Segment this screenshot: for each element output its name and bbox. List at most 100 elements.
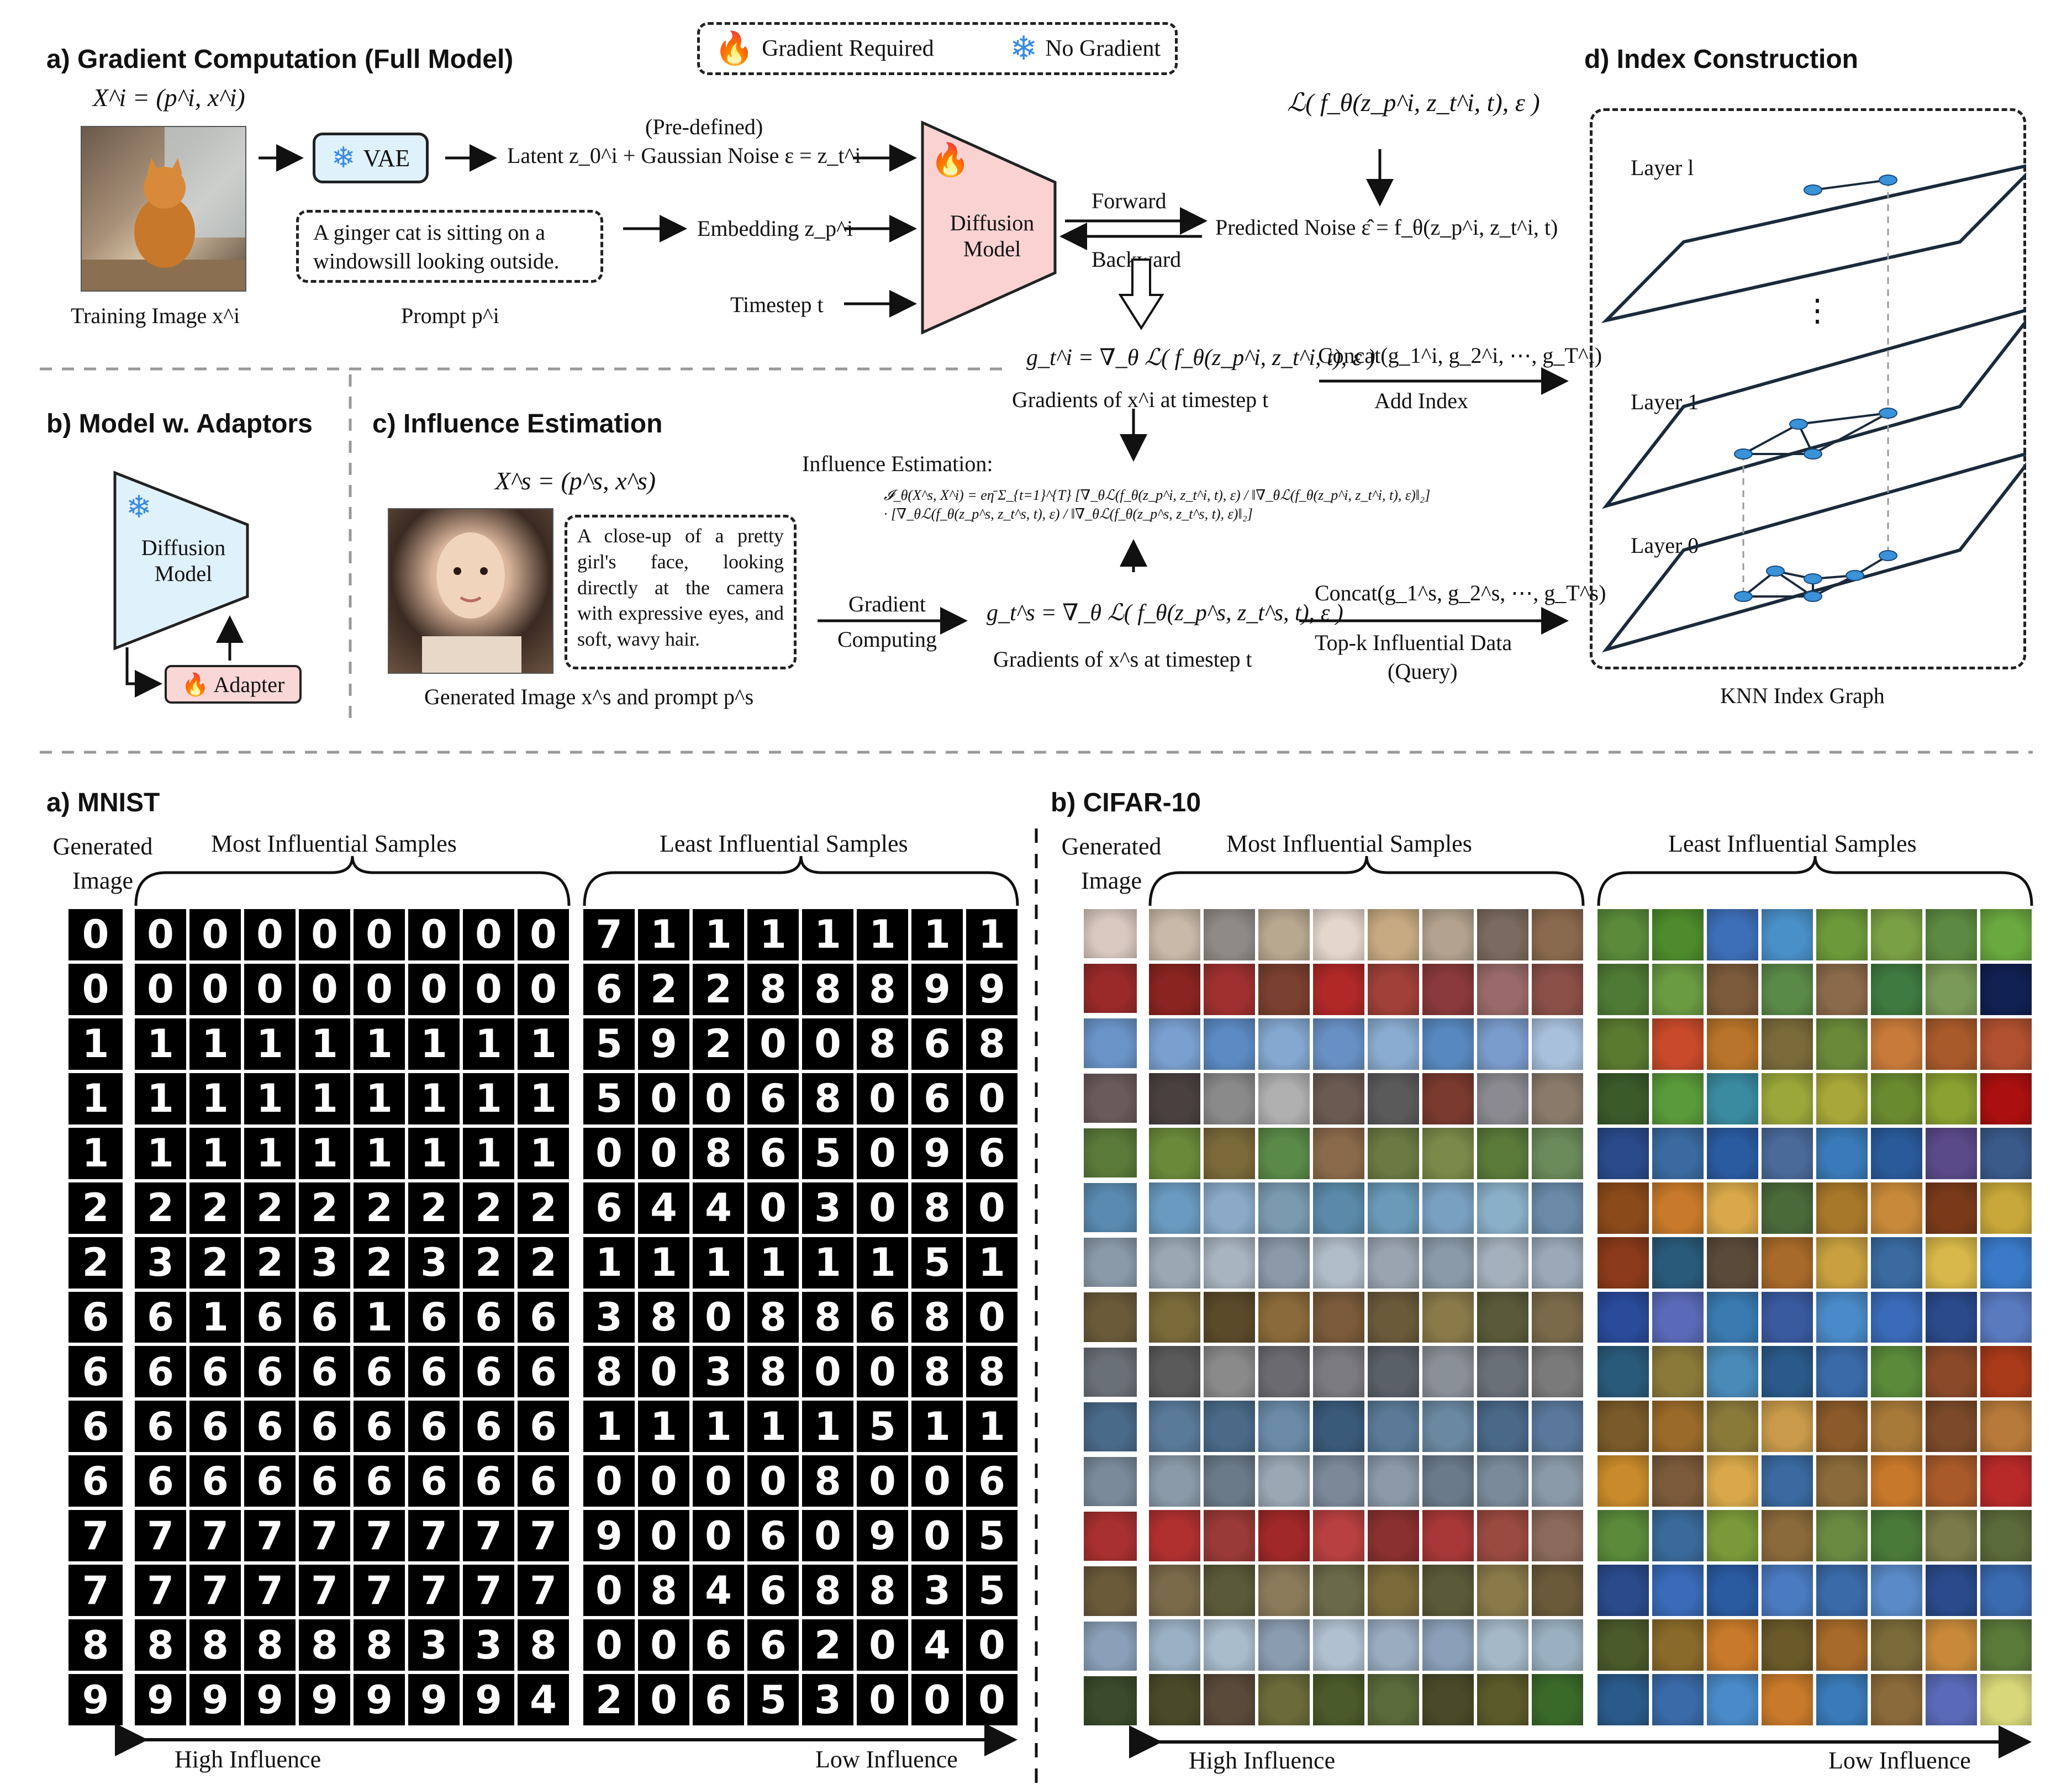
topk-label: Top-k Influential Data (1315, 630, 1512, 655)
mnist-least-influential-digit: 1 (693, 909, 744, 960)
cifar-least-influential-image (1762, 1510, 1813, 1562)
mnist-most-influential-digit: 2 (518, 1237, 569, 1289)
cifar-least-influential-image (1926, 1291, 1977, 1343)
mnist-most-influential-digit: 1 (244, 1127, 296, 1179)
cifar-least-influential-image (1707, 1565, 1758, 1617)
cifar-most-influential-image (1532, 1182, 1583, 1234)
mnist-least-influential-digit: 1 (911, 909, 963, 960)
knn-index-box (1590, 108, 2026, 669)
cifar-least-influential-image (1871, 1455, 1922, 1507)
mnist-most-influential-digit: 6 (135, 1291, 186, 1343)
cifar-most-influential-image (1532, 1455, 1583, 1507)
mnist-least-influential-digit: 3 (802, 1674, 853, 1725)
cifar-least-influential-image (1816, 1510, 1868, 1562)
vae-box: ❄ VAE (313, 133, 429, 183)
cifar-most-influential-image (1422, 1565, 1474, 1617)
cifar-most-influential-image (1204, 1455, 1255, 1507)
cifar-generated-image (1084, 1128, 1137, 1178)
cifar-most-influential-image (1204, 1346, 1255, 1398)
mnist-least-influential-digit: 9 (911, 1127, 963, 1179)
mnist-least-influential-digit: 0 (638, 1510, 689, 1562)
prompt-caption: Prompt p^i (401, 303, 499, 328)
mnist-least-influential-digit: 2 (693, 963, 744, 1015)
cifar-least-influential-image (1707, 1237, 1758, 1289)
influence-title: Influence Estimation: (802, 451, 993, 476)
mnist-most-influential-digit: 2 (354, 1237, 405, 1289)
mnist-most-influential-digit: 9 (244, 1674, 296, 1725)
mnist-most-influential-digit: 9 (354, 1674, 405, 1725)
mnist-least-influential-digit: 8 (857, 963, 908, 1015)
mnist-generated-digit: 6 (68, 1401, 123, 1453)
cifar-most-influential-image (1368, 909, 1419, 960)
mnist-least-influential-digit: 1 (802, 1237, 853, 1289)
cifar-most-influential-image (1422, 1237, 1474, 1289)
cifar-least-influential-image (1707, 1455, 1758, 1507)
cifar-most-influential-image (1532, 963, 1583, 1015)
training-image-caption: Training Image x^i (71, 303, 240, 328)
mnist-least-influential-digit: 8 (911, 1346, 963, 1398)
cifar-least-influential-image (1707, 1346, 1758, 1398)
cifar-most-influential-image (1477, 1674, 1528, 1725)
layer-dots: ⋮ (1802, 294, 1833, 328)
cifar-generated-image (1084, 1456, 1137, 1507)
concat-i-label: Concat(g_1^i, g_2^i, ⋯, g_T^i) (1318, 343, 1602, 368)
mnist-least-influential-digit: 3 (583, 1291, 635, 1343)
mnist-least-influential-digit: 6 (911, 1073, 963, 1124)
mnist-most-influential-digit: 7 (463, 1510, 514, 1562)
panel-b-title: b) Model w. Adaptors (46, 409, 313, 439)
concat-s-label: Concat(g_1^s, g_2^s, ⋯, g_T^s) (1315, 580, 1606, 605)
cifar-most-influential-image (1204, 963, 1255, 1015)
cifar-least-influential-image (1871, 1674, 1922, 1725)
cifar-least-influential-image (1871, 1291, 1922, 1343)
mnist-least-influential-digit: 0 (911, 1510, 963, 1562)
mnist-least-influential-digit: 1 (693, 1237, 744, 1289)
mnist-least-influential-digit: 0 (966, 1182, 1017, 1234)
mnist-least-influential-digit: 0 (857, 1127, 908, 1179)
mnist-most-influential-digit: 6 (408, 1291, 460, 1343)
mnist-most-influential-digit: 0 (299, 963, 350, 1015)
cifar-least-influential-image (1980, 963, 2032, 1015)
cifar-most-influential-image (1204, 1674, 1255, 1725)
mnist-least-influential-digit: 0 (966, 1619, 1017, 1671)
mnist-generated-digit: 1 (68, 1018, 123, 1070)
cifar-most-influential-image (1258, 1674, 1310, 1725)
cifar-least-influential-image (1707, 1401, 1758, 1453)
mnist-least-influential-digit: 4 (638, 1182, 689, 1234)
mnist-least-influential-digit: 8 (857, 1018, 908, 1070)
cifar-least-influential-image (1707, 1182, 1758, 1234)
cifar-least-influential-image (1980, 1127, 2032, 1179)
cifar-least-influential-image (1652, 1510, 1704, 1562)
mnist-most-influential-digit: 1 (518, 1073, 569, 1124)
cifar-least-influential-image (1980, 1455, 2032, 1507)
mnist-least-influential-digit: 5 (857, 1401, 908, 1453)
cifar-least-influential-image (1598, 1182, 1649, 1234)
mnist-most-influential-digit: 7 (299, 1565, 350, 1617)
cifar-most-influential-image (1532, 1346, 1583, 1398)
cifar-most-influential-image (1149, 1619, 1200, 1671)
cifar-most-influential-image (1149, 1291, 1200, 1343)
cifar-least-influential-image (1926, 1182, 1977, 1234)
cifar-least-influential-image (1816, 1291, 1868, 1343)
cifar-most-influential-image (1258, 1455, 1310, 1507)
cifar-least-influential-image (1598, 1565, 1649, 1617)
diffusion-model-shape (921, 120, 1057, 335)
cifar-least-influential-image (1652, 1237, 1704, 1289)
mnist-most-influential-digit: 2 (354, 1182, 405, 1234)
cifar-least-influential-image (1926, 1510, 1977, 1562)
snowflake-icon: ❄ (126, 490, 152, 525)
mnist-least-influential-digit: 8 (966, 1018, 1017, 1070)
mnist-most-influential-digit: 6 (189, 1455, 241, 1507)
mnist-most-influential-digit: 6 (299, 1291, 350, 1343)
cifar-least-influential-image (1598, 909, 1649, 960)
mnist-least-influential-digit: 5 (747, 1674, 799, 1725)
mnist-least-influential-digit: 0 (747, 1018, 799, 1070)
mnist-most-influential-digit: 6 (244, 1401, 296, 1453)
mnist-least-influential-digit: 8 (747, 1346, 799, 1398)
mnist-most-influential-digit: 0 (244, 909, 296, 960)
cifar-least-influential-image (1980, 1510, 2032, 1562)
cifar-most-influential-image (1532, 1237, 1583, 1289)
cifar-least-influential-image (1926, 1401, 1977, 1453)
mnist-most-influential-digit: 1 (463, 1018, 514, 1070)
mnist-least-influential-digit: 5 (911, 1237, 963, 1289)
